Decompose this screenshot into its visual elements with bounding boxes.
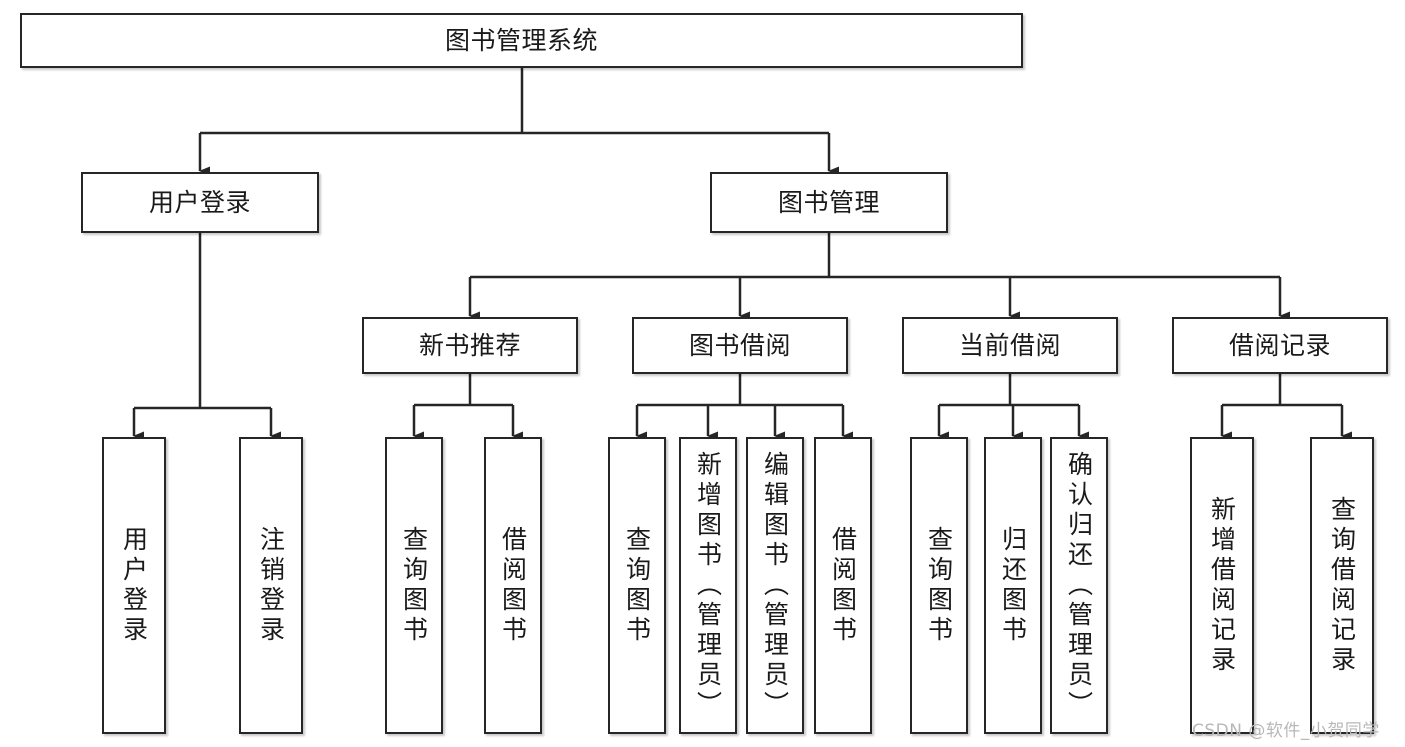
node-label-leaf3: 查询图书	[399, 525, 429, 646]
node-label-l3b: 图书借阅	[688, 330, 791, 360]
node-label-leaf2: 注销登录	[256, 525, 286, 646]
node-label-l3d: 借阅记录	[1228, 330, 1331, 360]
node-box-l3c[interactable]: 当前借阅	[902, 317, 1118, 374]
node-box-leaf4[interactable]: 借阅图书	[484, 437, 542, 734]
node-label-l3a: 新书推荐	[418, 330, 521, 360]
node-label-leaf11: 确认归还（管理员）	[1064, 450, 1094, 721]
node-label-leaf9: 查询图书	[924, 525, 954, 646]
node-box-leaf7[interactable]: 编辑图书（管理员）	[746, 437, 804, 734]
node-box-l3d[interactable]: 借阅记录	[1172, 317, 1388, 374]
node-box-leaf2[interactable]: 注销登录	[239, 437, 303, 734]
node-box-leaf6[interactable]: 新增图书（管理员）	[679, 437, 737, 734]
node-label-l3c: 当前借阅	[958, 330, 1061, 360]
node-box-l3a[interactable]: 新书推荐	[362, 317, 578, 374]
connector-lines	[132, 68, 1352, 441]
node-label-leaf10: 归还图书	[998, 525, 1028, 646]
node-box-leaf13[interactable]: 查询借阅记录	[1310, 437, 1374, 734]
node-label-leaf12: 新增借阅记录	[1207, 495, 1237, 676]
node-label-leaf1: 用户登录	[119, 525, 149, 646]
node-label-l2b: 图书管理	[777, 187, 880, 217]
node-box-leaf1[interactable]: 用户登录	[102, 437, 166, 734]
node-label-leaf4: 借阅图书	[498, 525, 528, 646]
node-box-leaf11[interactable]: 确认归还（管理员）	[1050, 437, 1108, 734]
node-box-leaf10[interactable]: 归还图书	[984, 437, 1042, 734]
node-box-leaf5[interactable]: 查询图书	[608, 437, 666, 734]
node-box-l2a[interactable]: 用户登录	[81, 172, 319, 233]
node-label-leaf5: 查询图书	[622, 525, 652, 646]
node-label-leaf13: 查询借阅记录	[1327, 495, 1357, 676]
node-box-leaf9[interactable]: 查询图书	[910, 437, 968, 734]
node-label-leaf8: 借阅图书	[828, 525, 858, 646]
node-box-leaf8[interactable]: 借阅图书	[814, 437, 872, 734]
node-box-leaf12[interactable]: 新增借阅记录	[1190, 437, 1254, 734]
node-box-leaf3[interactable]: 查询图书	[385, 437, 443, 734]
node-label-root: 图书管理系统	[444, 25, 598, 55]
node-box-l2b[interactable]: 图书管理	[710, 172, 948, 233]
node-box-root[interactable]: 图书管理系统	[20, 13, 1023, 68]
node-label-leaf6: 新增图书（管理员）	[693, 450, 723, 721]
node-label-l2a: 用户登录	[148, 187, 251, 217]
node-label-leaf7: 编辑图书（管理员）	[760, 450, 790, 721]
node-box-l3b[interactable]: 图书借阅	[632, 317, 848, 374]
